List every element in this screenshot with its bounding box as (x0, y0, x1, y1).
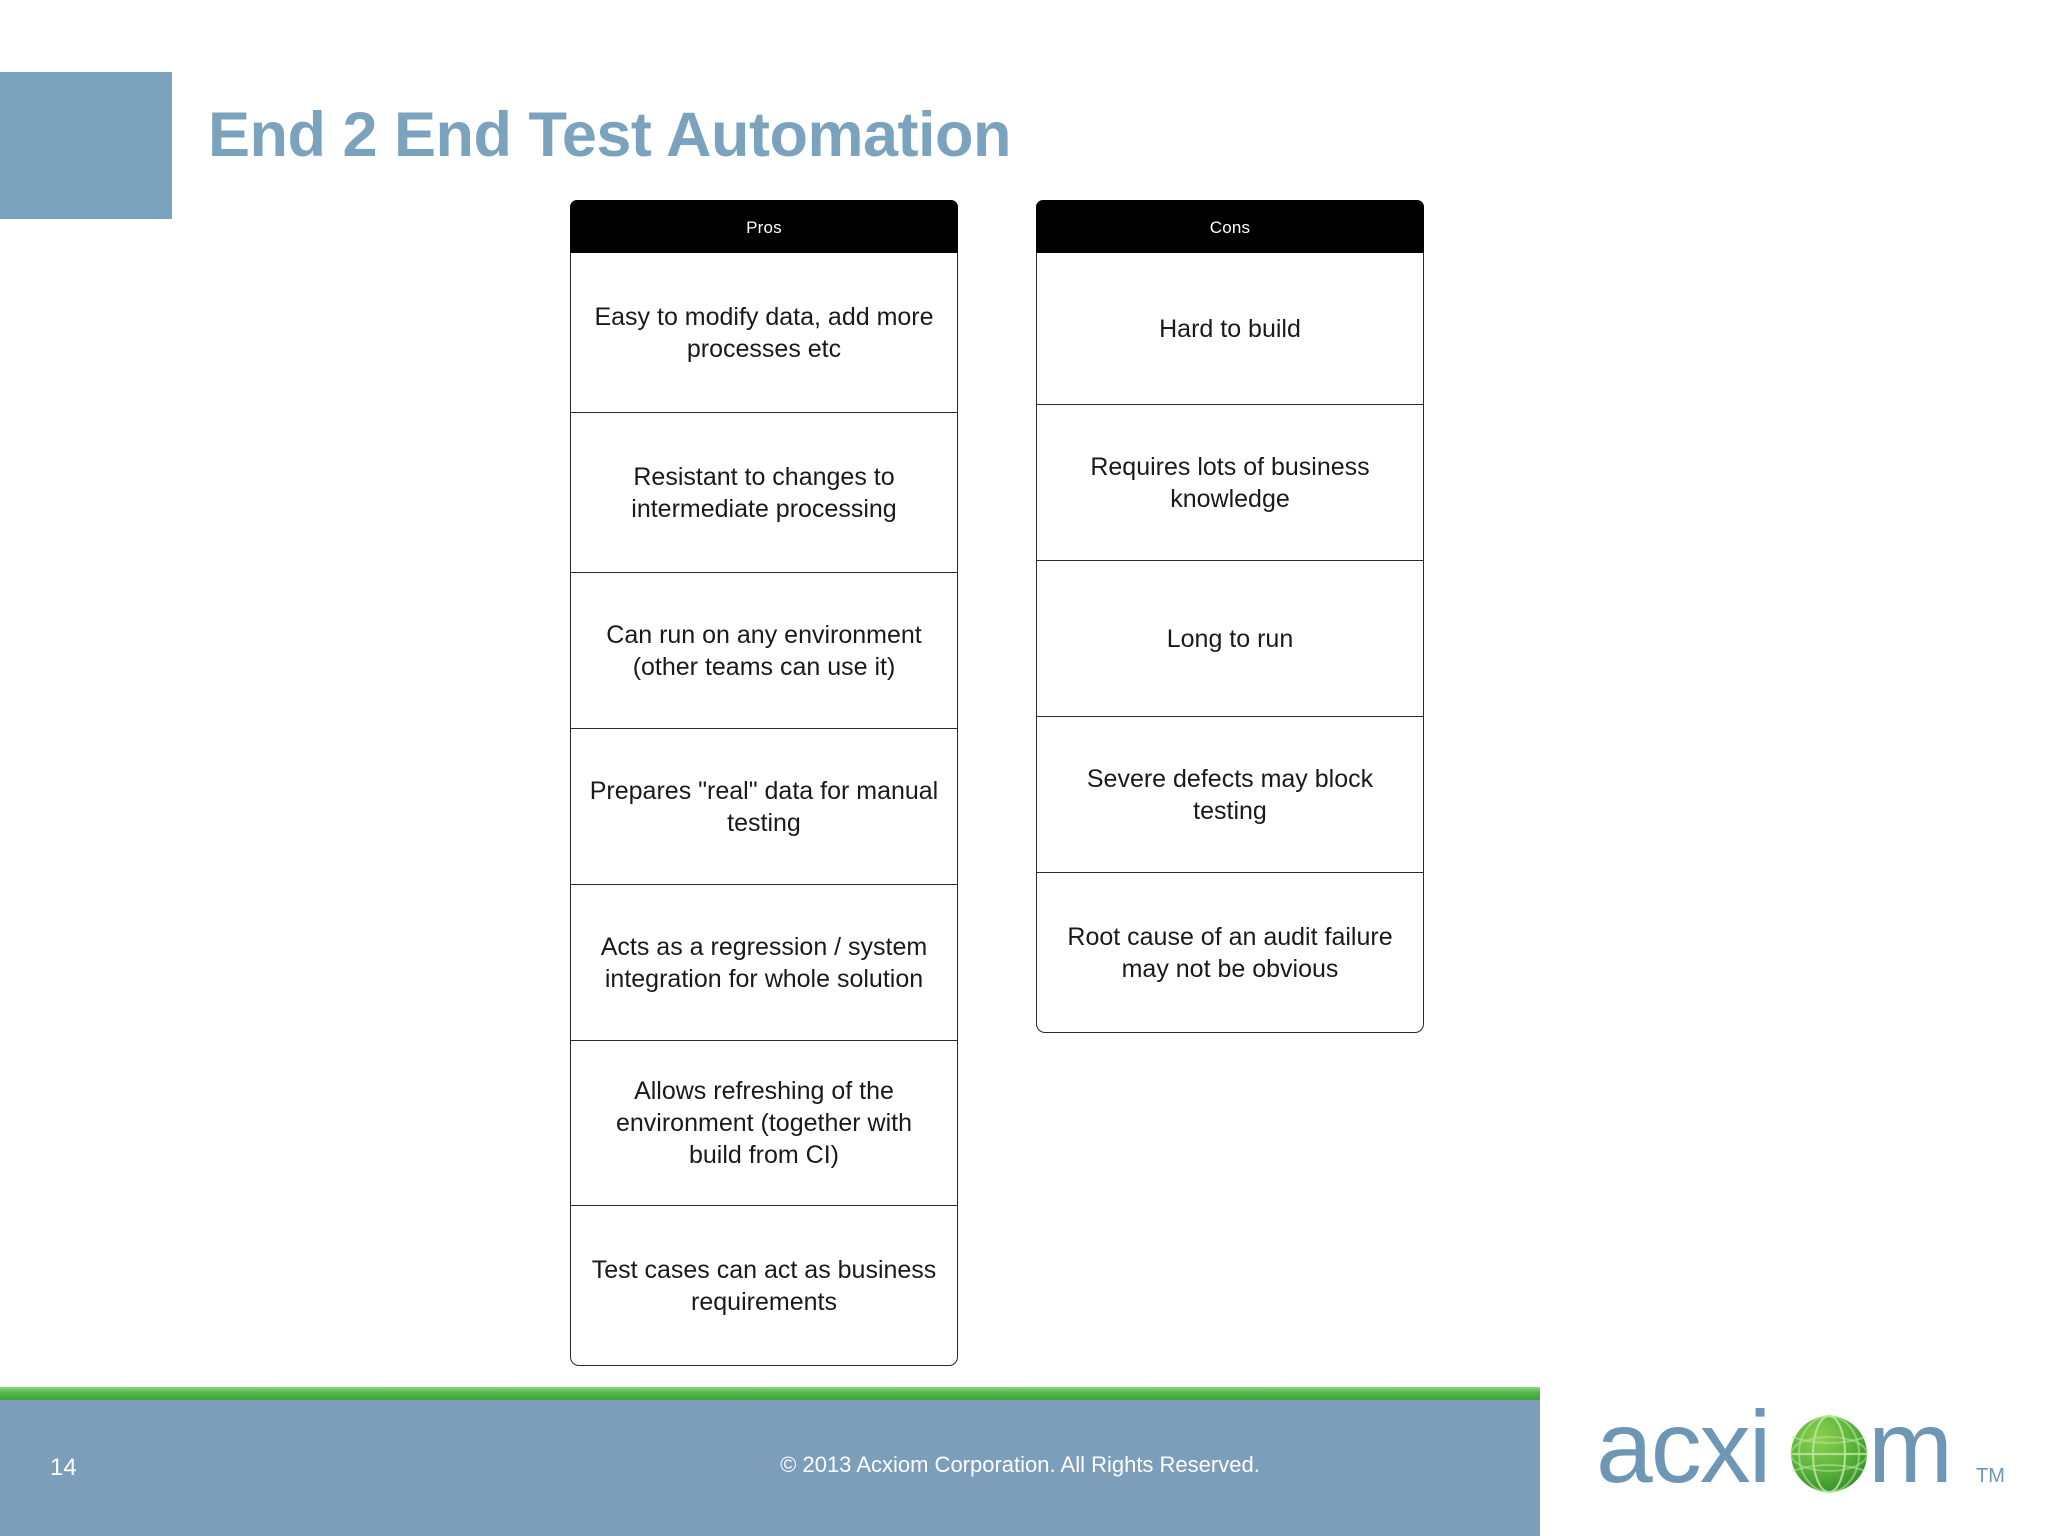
pros-item-7: Test cases can act as business requireme… (570, 1206, 958, 1366)
acxiom-wordmark-left: acxi (1596, 1402, 1769, 1504)
cons-item-5: Root cause of an audit failure may not b… (1036, 873, 1424, 1033)
cons-column: Cons Hard to build Requires lots of busi… (1036, 200, 1424, 1033)
page-title: End 2 End Test Automation (208, 100, 1012, 171)
cons-item-4: Severe defects may block testing (1036, 717, 1424, 873)
footer-bar: 14 © 2013 Acxiom Corporation. All Rights… (0, 1400, 1540, 1536)
trademark-mark: TM (1976, 1465, 2005, 1487)
pros-column-header: Pros (570, 200, 958, 253)
cons-item-3: Long to run (1036, 561, 1424, 717)
pros-item-6: Allows refreshing of the environment (to… (570, 1041, 958, 1206)
acxiom-wordmark-right: m (1868, 1402, 1951, 1504)
pros-item-3: Can run on any environment (other teams … (570, 573, 958, 729)
copyright-notice: © 2013 Acxiom Corporation. All Rights Re… (780, 1452, 1260, 1477)
pros-column: Pros Easy to modify data, add more proce… (570, 200, 958, 1366)
pros-item-2: Resistant to changes to intermediate pro… (570, 413, 958, 573)
acxiom-logo-mark: acxi m TM (1596, 1402, 2005, 1504)
acxiom-logo: acxi m TM (1596, 1402, 2016, 1506)
pros-item-4: Prepares "real" data for manual testing (570, 729, 958, 885)
page-number: 14 (50, 1454, 77, 1481)
cons-column-header: Cons (1036, 200, 1424, 253)
cons-item-2: Requires lots of business knowledge (1036, 405, 1424, 561)
cons-item-1: Hard to build (1036, 253, 1424, 405)
footer-green-stripe (0, 1387, 1540, 1400)
title-accent-block (0, 72, 172, 219)
globe-icon (1790, 1414, 1868, 1494)
pros-item-1: Easy to modify data, add more processes … (570, 253, 958, 413)
pros-item-5: Acts as a regression / system integratio… (570, 885, 958, 1041)
